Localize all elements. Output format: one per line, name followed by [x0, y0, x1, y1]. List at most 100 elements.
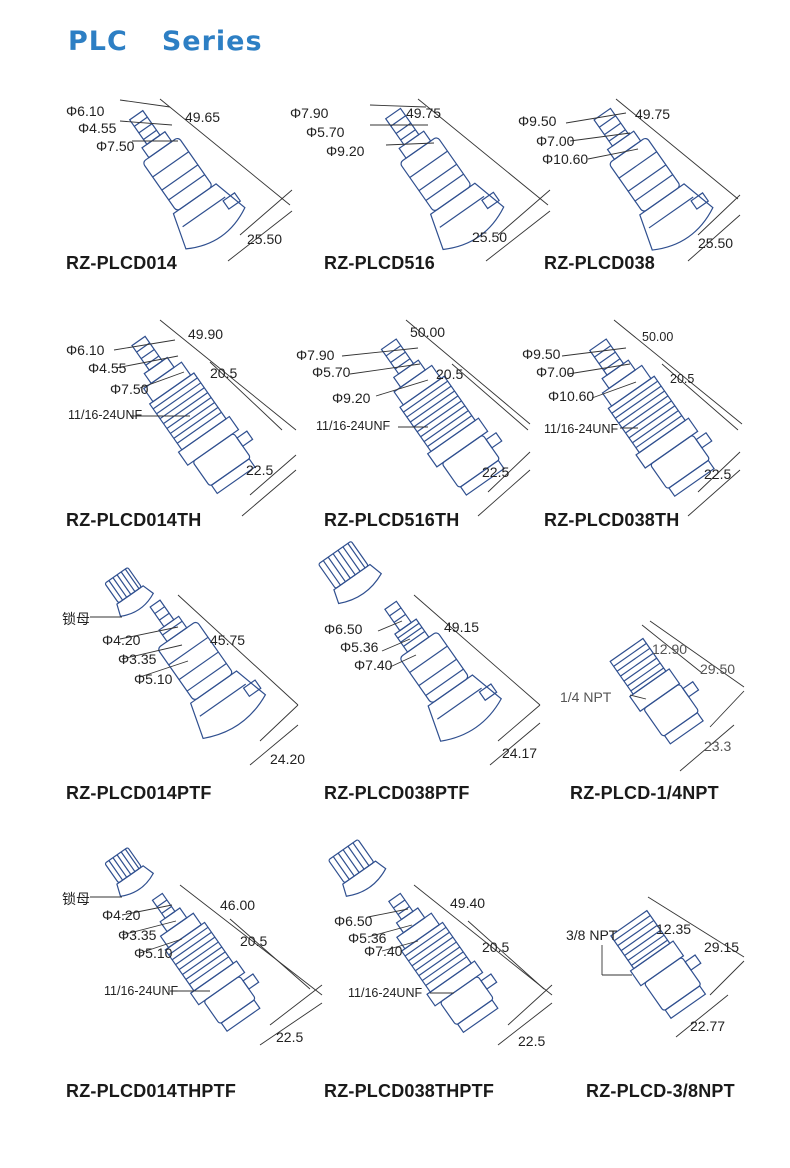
dim-d2: Φ7.00	[536, 133, 575, 149]
model-label: RZ-PLCD038THPTF	[324, 1081, 495, 1101]
model-label: RZ-PLCD-1/4NPT	[570, 783, 719, 803]
thread-label: 1/4 NPT	[560, 689, 612, 705]
dim-d2: Φ3.35	[118, 927, 157, 943]
dim-width: 22.77	[690, 1018, 726, 1034]
dim-d1: Φ6.10	[66, 103, 105, 119]
dim-d3: Φ7.50	[110, 381, 149, 397]
model-label: RZ-PLCD014	[66, 253, 178, 273]
model-label: RZ-PLCD038PTF	[324, 783, 470, 803]
model-label: RZ-PLCD516	[324, 253, 436, 273]
thread-label: 11/16-24UNF	[316, 419, 391, 433]
model-label: RZ-PLCD014PTF	[66, 783, 212, 803]
dim-d1: Φ4.20	[102, 907, 141, 923]
part-cell: 12.90 29.50 1/4 NPT 23.3 RZ-PLCD-1/4NPT	[560, 615, 790, 885]
dim-width: 25.50	[247, 231, 283, 247]
dim-width: 25.50	[698, 235, 734, 251]
fitting-drawing	[113, 319, 297, 517]
part-cell: 锁母 Φ4.20 Φ3.35 Φ5.10 46.00 20.5 11/16-24…	[60, 845, 323, 1115]
dim-length2: 20.5	[436, 366, 464, 382]
dim-length: 29.15	[704, 939, 740, 955]
dim-d3: Φ7.50	[96, 138, 135, 154]
thread-label: 3/8 NPT	[566, 927, 618, 943]
dim-d2: Φ5.70	[306, 124, 345, 140]
dim-length: 49.75	[406, 105, 442, 121]
part-cell: Φ7.90 Φ5.70 Φ9.20 49.75 25.50 RZ-PLCD516	[290, 85, 558, 355]
fitting-drawing	[90, 847, 323, 1046]
dim-width: 24.17	[502, 745, 538, 761]
fitting-drawing	[341, 319, 531, 517]
dim-d3: Φ7.40	[354, 657, 393, 673]
page-title: PLC Series	[68, 26, 263, 57]
lock-nut-drawing	[104, 847, 261, 1033]
dim-d3: Φ5.10	[134, 671, 173, 687]
part-cell: 3/8 NPT 12.35 29.15 22.77 RZ-PLCD-3/8NPT	[560, 895, 790, 1165]
title-word-plc: PLC	[68, 26, 128, 57]
dim-width: 22.5	[246, 462, 274, 478]
dim-d1: Φ6.50	[324, 621, 363, 637]
lock-nut-drawing	[328, 839, 499, 1034]
fitting-drawing	[119, 98, 293, 262]
dim-length2: 20.5	[240, 933, 268, 949]
dim-d1: Φ6.50	[334, 913, 373, 929]
part-cell: Φ9.50 Φ7.00 Φ10.60 49.75 25.50 RZ-PLCD03…	[518, 85, 778, 355]
dim-d3: Φ9.20	[332, 390, 371, 406]
dim-length2: 20.5	[670, 372, 695, 386]
dim-length2: 12.90	[652, 641, 688, 657]
dim-length: 50.00	[410, 324, 446, 340]
dim-length: 49.75	[635, 106, 671, 122]
dim-width: 22.5	[276, 1029, 304, 1045]
dim-d1: Φ9.50	[522, 346, 561, 362]
fitting-drawing	[609, 620, 745, 772]
dim-length: 29.50	[700, 661, 736, 677]
dim-d2: Φ4.55	[78, 120, 117, 136]
dim-width: 22.5	[482, 464, 510, 480]
dim-d1: Φ7.90	[296, 347, 335, 363]
dim-length2: 12.35	[656, 921, 692, 937]
dim-d2: Φ5.36	[348, 930, 387, 946]
fitting-drawing	[601, 896, 745, 1038]
part-cell: 锁母 Φ4.20 Φ3.35 Φ5.10 45.75 24.20 RZ-PLCD…	[60, 565, 305, 835]
thread-label: 11/16-24UNF	[544, 422, 619, 436]
dim-d2: Φ3.35	[118, 651, 157, 667]
part-cell: Φ6.10 Φ4.55 Φ7.50 49.65 25.50 RZ-PLCD014	[60, 85, 300, 355]
dim-d2: Φ5.36	[340, 639, 379, 655]
part-cell: Φ6.10 Φ4.55 Φ7.50 49.90 20.5 11/16-24UNF…	[60, 319, 300, 590]
thread-label: 11/16-24UNF	[104, 984, 179, 998]
fitting-drawing	[328, 839, 553, 1046]
dim-length: 49.90	[188, 326, 224, 342]
thread-label: 11/16-24UNF	[68, 408, 143, 422]
fitting-drawing	[318, 541, 541, 766]
model-label: RZ-PLCD014THPTF	[66, 1081, 237, 1101]
dim-d3: Φ9.20	[326, 143, 365, 159]
model-label: RZ-PLCD038	[544, 253, 656, 273]
dim-d3: Φ10.60	[542, 151, 589, 167]
dim-width: 22.5	[704, 466, 732, 482]
model-label: RZ-PLCD014TH	[66, 510, 202, 530]
thread-label: 11/16-24UNF	[348, 986, 423, 1000]
dim-length: 50.00	[642, 330, 674, 344]
dim-d2: Φ4.55	[88, 360, 127, 376]
dim-width: 23.3	[704, 738, 732, 754]
dim-d2: Φ5.70	[312, 364, 351, 380]
dim-width: 25.50	[472, 229, 508, 245]
lock-nut-drawing	[104, 567, 155, 617]
lock-nut-drawing	[318, 541, 503, 742]
dim-d3: Φ5.10	[134, 945, 173, 961]
model-label: RZ-PLCD516TH	[324, 510, 460, 530]
dim-width: 24.20	[270, 751, 306, 767]
dim-length: 49.15	[444, 619, 480, 635]
dim-d2: Φ7.00	[536, 364, 575, 380]
dim-d3: Φ7.40	[364, 943, 403, 959]
part-cell: Φ6.50 Φ5.36 Φ7.40 49.40 20.5 11/16-24UNF…	[318, 839, 558, 1115]
dim-length: 49.40	[450, 895, 486, 911]
title-word-series: Series	[161, 26, 263, 57]
part-cell: Φ7.90 Φ5.70 Φ9.20 50.00 20.5 11/16-24UNF…	[296, 319, 558, 590]
dim-d1: Φ9.50	[518, 113, 557, 129]
model-label: RZ-PLCD-3/8NPT	[586, 1081, 735, 1101]
dim-d1: Φ4.20	[102, 632, 141, 648]
fitting-drawing	[369, 98, 551, 262]
part-cell: Φ9.50 Φ7.00 Φ10.60 50.00 20.5 11/16-24UN…	[522, 319, 778, 590]
lock-nut-label: 锁母	[62, 611, 90, 627]
dim-length2: 20.5	[210, 365, 238, 381]
dim-d3: Φ10.60	[548, 388, 595, 404]
